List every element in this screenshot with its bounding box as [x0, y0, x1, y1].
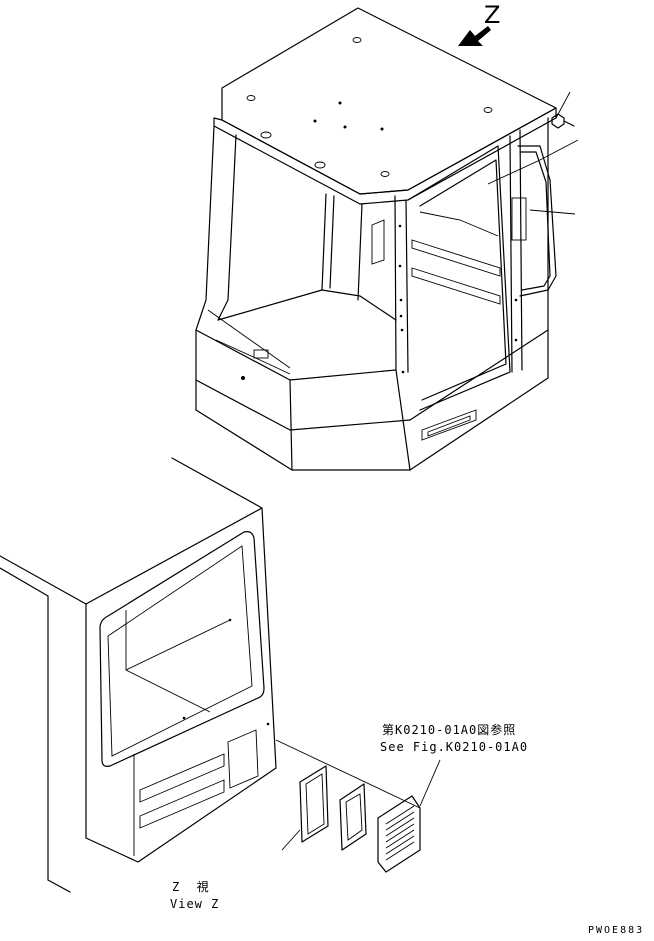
- view-caption-jp: Z 視: [172, 880, 210, 894]
- filter-element: [339, 783, 367, 851]
- bolt: [551, 113, 575, 129]
- grab-handle: [517, 145, 557, 297]
- view-marker-label: Z: [484, 1, 502, 29]
- cab-rear-view: [0, 457, 441, 893]
- view-caption-en: View Z: [170, 897, 220, 911]
- cab-upper-view: [195, 7, 579, 471]
- reference-label-jp: 第K0210-01A0図参照: [382, 723, 517, 737]
- view-direction-arrow: [458, 26, 491, 46]
- roof-bolt-holes: [246, 37, 493, 177]
- filter-gasket: [299, 765, 329, 843]
- louver-cover: [377, 795, 421, 873]
- drawing-code: PWOE883: [588, 925, 645, 936]
- reference-label-en: See Fig.K0210-01A0: [380, 740, 529, 754]
